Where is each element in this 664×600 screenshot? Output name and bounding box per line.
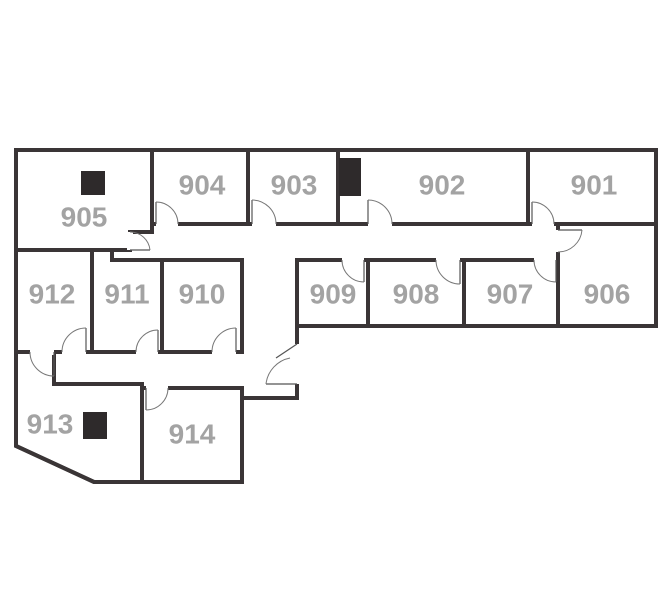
room-label-907: 907 <box>487 278 534 309</box>
door-901 <box>531 201 555 227</box>
door-913 <box>29 349 55 377</box>
room-label-912: 912 <box>29 278 76 309</box>
room-label-910: 910 <box>179 278 226 309</box>
room-label-904: 904 <box>179 169 226 200</box>
door-907 <box>533 257 557 283</box>
room-label-905: 905 <box>61 201 108 232</box>
door-902 <box>367 199 393 227</box>
core-block-905 <box>81 171 105 195</box>
room-label-908: 908 <box>393 278 440 309</box>
room-label-901: 901 <box>571 169 618 200</box>
room-label-903: 903 <box>271 169 318 200</box>
core-block-902 <box>339 158 361 196</box>
door-914 <box>145 385 169 411</box>
door-903 <box>251 199 277 227</box>
door-906 <box>555 229 583 253</box>
room-914-walls <box>140 386 244 484</box>
room-label-906: 906 <box>584 278 631 309</box>
room-label-911: 911 <box>104 278 149 309</box>
room-906-walls <box>556 222 658 328</box>
door-911 <box>135 329 159 355</box>
room-910-walls <box>160 258 244 354</box>
door-908 <box>435 257 461 285</box>
room-label-909: 909 <box>310 278 357 309</box>
door-912 <box>61 327 87 355</box>
door-910 <box>211 327 237 355</box>
room-label-914: 914 <box>169 418 216 449</box>
room-label-913: 913 <box>27 408 74 439</box>
door-entrance <box>265 343 300 385</box>
room-label-902: 902 <box>419 169 466 200</box>
door-909 <box>341 257 365 283</box>
door-905 <box>127 231 151 251</box>
door-904 <box>155 201 179 227</box>
core-block-913 <box>83 412 107 439</box>
